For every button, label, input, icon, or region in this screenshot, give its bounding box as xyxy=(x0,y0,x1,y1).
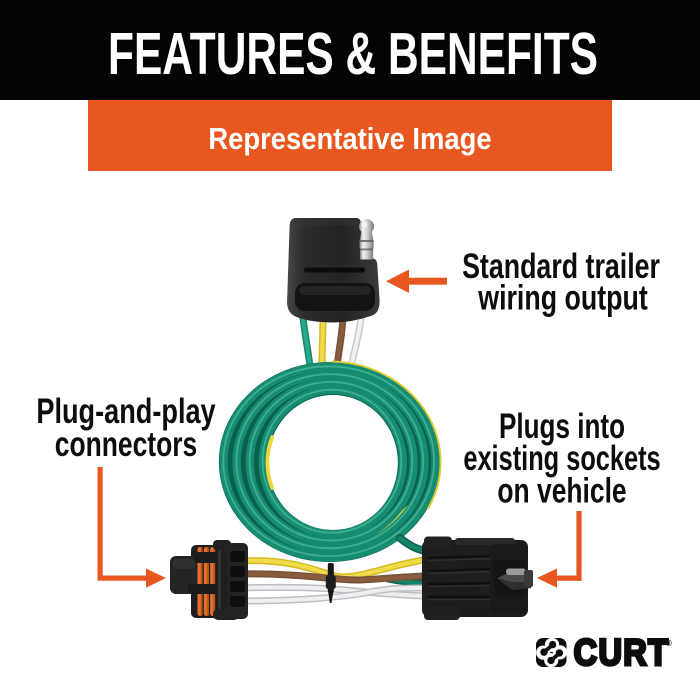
svg-text:Representative Image: Representative Image xyxy=(208,123,491,157)
svg-text:FEATURES & BENEFITS: FEATURES & BENEFITS xyxy=(108,20,598,87)
svg-text:®: ® xyxy=(666,639,672,648)
svg-text:CURT: CURT xyxy=(574,632,670,673)
svg-text:wiring output: wiring output xyxy=(477,278,647,317)
svg-text:Plug-and-play: Plug-and-play xyxy=(36,392,216,431)
svg-text:connectors: connectors xyxy=(55,424,197,464)
svg-text:existing sockets: existing sockets xyxy=(463,439,660,478)
svg-text:Plugs into: Plugs into xyxy=(499,406,625,446)
svg-text:on vehicle: on vehicle xyxy=(497,471,626,511)
svg-text:Standard trailer: Standard trailer xyxy=(462,247,660,286)
